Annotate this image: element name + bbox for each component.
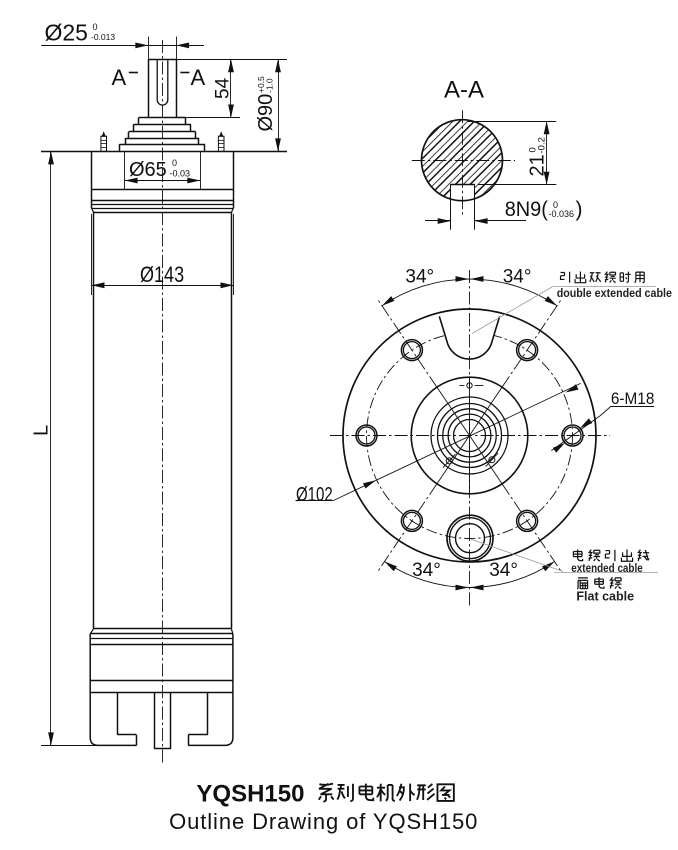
svg-text:34°: 34°: [405, 266, 434, 287]
svg-text:0: 0: [172, 158, 177, 168]
svg-text:21: 21: [527, 154, 549, 176]
svg-text:+0.5: +0.5: [256, 76, 266, 93]
svg-text:34°: 34°: [412, 560, 441, 581]
svg-text:54: 54: [213, 77, 234, 99]
svg-text:-0.2: -0.2: [537, 137, 548, 153]
svg-text:L: L: [31, 425, 53, 436]
svg-text:8N9(: 8N9(: [505, 198, 548, 222]
svg-text:YQSH150: YQSH150: [196, 781, 304, 808]
svg-text:A: A: [112, 65, 127, 90]
svg-text:34°: 34°: [489, 560, 518, 581]
svg-text:extended cable: extended cable: [571, 562, 642, 575]
svg-text:Ø65: Ø65: [129, 159, 167, 181]
svg-text:0: 0: [528, 147, 539, 152]
svg-text:Ø143: Ø143: [140, 263, 184, 287]
svg-text:Ø90: Ø90: [255, 94, 277, 132]
svg-text:Ø25: Ø25: [45, 20, 88, 46]
svg-text:-0.013: -0.013: [91, 32, 115, 42]
svg-text:A: A: [191, 65, 206, 90]
svg-text:-0.03: -0.03: [170, 168, 191, 178]
svg-text:double extended cable: double extended cable: [557, 287, 672, 299]
svg-text:-0.036: -0.036: [549, 209, 575, 219]
svg-text:-1.0: -1.0: [265, 78, 275, 93]
svg-text:Ø102: Ø102: [296, 483, 333, 506]
svg-text:): ): [576, 198, 583, 221]
svg-text:0: 0: [553, 200, 558, 210]
svg-text:Flat cable: Flat cable: [576, 590, 634, 604]
svg-text:0: 0: [93, 22, 98, 32]
svg-text:A-A: A-A: [444, 76, 484, 103]
svg-text:Outline Drawing of YQSH150: Outline Drawing of YQSH150: [169, 809, 478, 834]
svg-text:34°: 34°: [503, 266, 532, 287]
svg-text:6-M18: 6-M18: [611, 391, 655, 409]
